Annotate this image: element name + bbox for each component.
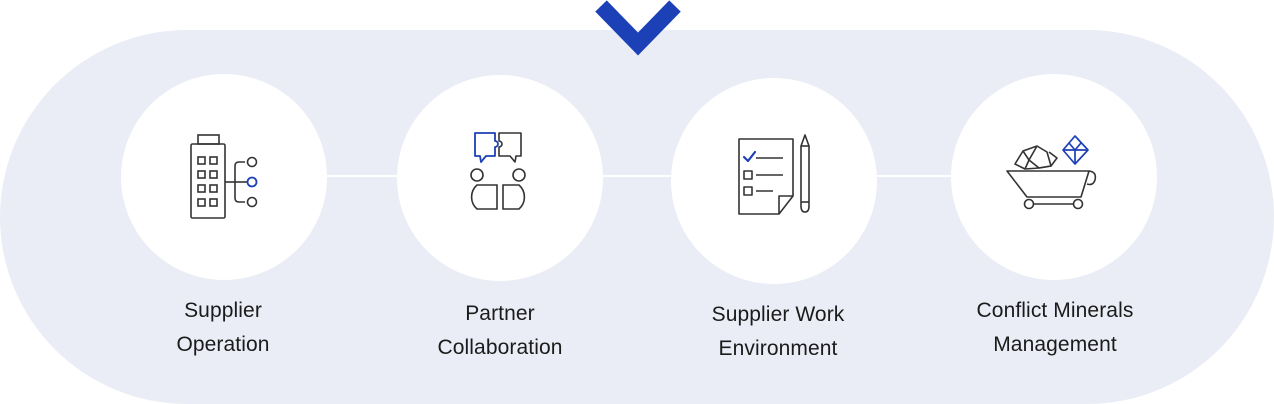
checklist-pencil-icon [738, 134, 810, 215]
step-label-line2: Management [993, 333, 1117, 356]
step-circle [121, 74, 327, 280]
step-label: Supplier Work Environment [675, 298, 881, 366]
step-label: Conflict Minerals Management [952, 294, 1158, 362]
step-label-line1: Supplier [184, 299, 262, 322]
step-circle [397, 75, 603, 281]
step-label-line1: Partner [465, 302, 535, 325]
step-label-line1: Supplier Work [711, 303, 845, 326]
step-label-line2: Environment [718, 337, 838, 360]
step-circle [951, 74, 1157, 280]
connector-line [222, 175, 1052, 177]
office-building-icon [190, 134, 258, 219]
step-label: Partner Collaboration [397, 297, 603, 365]
puzzle-speech-bubbles-icon [470, 132, 526, 210]
mineral-cart-icon [1006, 135, 1097, 210]
step-label-line2: Collaboration [437, 336, 563, 359]
step-label: Supplier Operation [120, 294, 326, 362]
step-label-line1: Conflict Minerals [976, 299, 1134, 322]
chevron-down-icon [595, 0, 681, 56]
step-circle [671, 78, 877, 284]
step-label-line2: Operation [176, 333, 270, 356]
